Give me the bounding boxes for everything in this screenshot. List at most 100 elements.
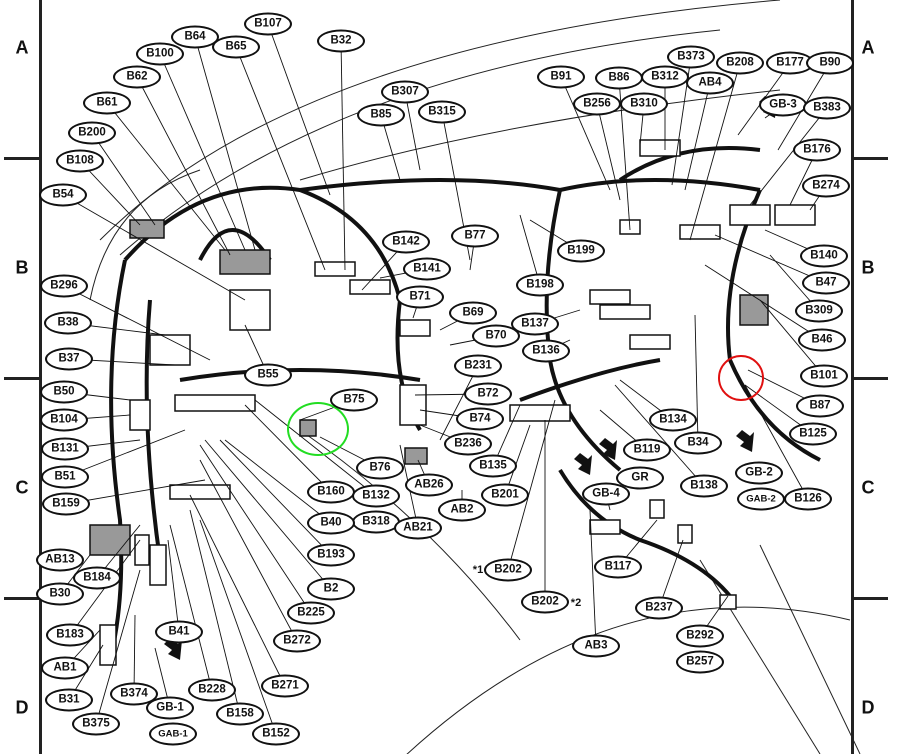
callout-b208: B208 [716,51,764,75]
leader-line [224,439,332,524]
leader-line [64,429,186,478]
callout-b228: B228 [188,678,236,702]
leader-line [79,160,141,226]
callout-b272: B272 [273,629,321,653]
leader-line [596,103,621,201]
connector [729,204,771,226]
ground-arrow-icon [574,453,592,475]
callout-gb-2: GB-2 [735,461,783,485]
zone-marker-left-c: C [15,477,29,498]
callout-b315: B315 [418,100,466,124]
connector [739,294,769,326]
zone-divider [852,377,888,380]
callout-b55: B55 [244,363,292,387]
leader-line [219,439,332,556]
callout-b140: B140 [800,244,848,268]
connector [719,594,737,610]
outline-arc [759,544,861,754]
callout-b136: B136 [522,339,570,363]
callout-b75: B75 [330,388,378,412]
callout-b256: B256 [573,92,621,116]
connector [679,224,721,240]
callout-b85: B85 [357,103,405,127]
callout-b201: B201 [481,483,529,507]
connector [589,519,621,535]
outline-arc [699,559,821,754]
callout-b373: B373 [667,45,715,69]
callout-b135: B135 [469,454,517,478]
callout-b46: B46 [798,328,846,352]
zone-marker-right-c: C [861,477,875,498]
callout-b137: B137 [511,312,559,336]
callout-gb-4: GB-4 [582,482,630,506]
callout-b159: B159 [42,492,90,516]
outline-arc [89,169,201,301]
connector [219,249,271,275]
callout-b375: B375 [72,712,120,736]
callout-b236: B236 [444,432,492,456]
callout-ab3: AB3 [572,634,620,658]
callout-b30: B30 [36,582,84,606]
harness-wire [198,228,272,262]
callout-b160: B160 [307,480,355,504]
callout-gb-3: GB-3 [759,93,807,117]
callout-b237: B237 [635,596,683,620]
callout-ab13: AB13 [36,548,84,572]
leader-line [749,107,828,206]
callout-b318: B318 [352,510,400,534]
callout-b158: B158 [216,702,264,726]
leader-line [589,509,597,647]
callout-b142: B142 [382,230,430,254]
callout-b183: B183 [46,623,94,647]
callout-b231: B231 [454,354,502,378]
ground-arrow-icon [736,430,754,452]
callout-b107: B107 [244,12,292,36]
connector [589,289,631,305]
connector [649,499,665,519]
callout-b200: B200 [68,121,116,145]
connector [509,404,571,422]
callout-b152: B152 [252,722,300,746]
callout-b199: B199 [557,239,605,263]
zone-marker-left-a: A [15,37,29,58]
callout-gab-1: GAB-1 [149,722,197,746]
note-star-2: *2 [570,597,582,609]
green-highlight-circle [287,402,349,456]
zone-marker-left-d: D [15,697,29,718]
callout-b202: B202 [521,590,569,614]
left-border [39,0,42,754]
leader-line [133,614,136,695]
leader-line [404,91,421,171]
leader-line [167,539,180,633]
leader-line [91,132,156,226]
callout-b70: B70 [472,324,520,348]
callout-gab-2: GAB-2 [737,487,785,511]
leader-line [199,519,277,735]
callout-b104: B104 [40,408,88,432]
callout-b91: B91 [537,65,585,89]
callout-b54: B54 [39,183,87,207]
outline-arc [406,606,851,754]
zone-marker-right-b: B [861,257,875,278]
callout-ab4: AB4 [686,71,734,95]
callout-b125: B125 [789,422,837,446]
red-highlight-circle [718,355,764,401]
callout-b76: B76 [356,456,404,480]
connector [129,219,165,239]
leader-line [189,494,286,687]
zone-divider [4,377,40,380]
callout-b65: B65 [212,35,260,59]
callout-b132: B132 [352,484,400,508]
leader-line [95,569,141,725]
harness-wire [618,146,761,182]
connector [349,279,391,295]
harness-wire [123,178,761,262]
callout-b131: B131 [41,437,89,461]
leader-line [204,439,332,590]
callout-b184: B184 [73,566,121,590]
callout-b2: B2 [307,577,355,601]
zone-divider [4,157,40,160]
callout-b198: B198 [516,273,564,297]
connector [639,139,681,157]
leader-line [694,314,699,444]
